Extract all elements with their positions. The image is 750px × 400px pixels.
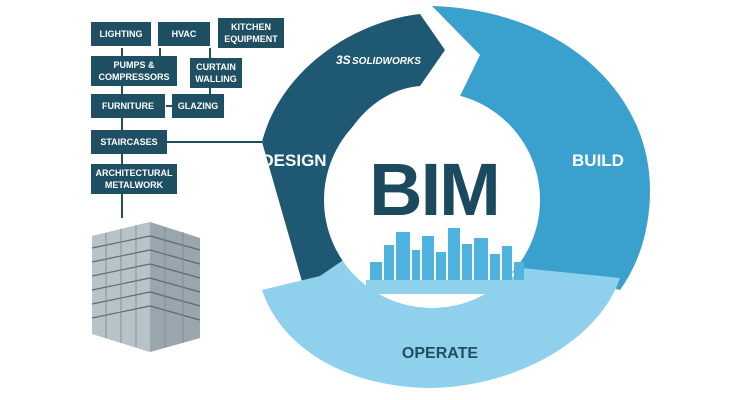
city-skyline-icon <box>366 228 530 294</box>
kitchen-label-line2: EQUIPMENT <box>224 34 278 44</box>
lighting-label: LIGHTING <box>100 29 143 39</box>
pumps-label-line1: PUMPS & <box>113 60 155 70</box>
operate-label: OPERATE <box>402 345 478 362</box>
kitchen-label-line1: KITCHEN <box>231 22 271 32</box>
staircases-label: STAIRCASES <box>100 137 157 147</box>
design-segment <box>262 14 445 292</box>
glazing-label: GLAZING <box>178 101 219 111</box>
box-glazing: GLAZING <box>172 94 224 118</box>
curtain-label-line1: CURTAIN <box>196 62 236 72</box>
pumps-label-line2: COMPRESSORS <box>98 72 169 82</box>
box-hvac: HVAC <box>158 22 210 46</box>
hvac-label: HVAC <box>172 29 197 39</box>
solidworks-wordmark: SOLIDWORKS <box>352 56 421 67</box>
bim-title: BIM <box>369 148 499 231</box>
box-curtain-walling: CURTAIN WALLING <box>190 58 242 88</box>
box-furniture: FURNITURE <box>91 94 165 118</box>
solidworks-logo: 3S SOLIDWORKS <box>336 53 421 67</box>
box-staircases: STAIRCASES <box>91 130 167 154</box>
build-label: BUILD <box>572 151 624 170</box>
furniture-label: FURNITURE <box>102 101 154 111</box>
metalwork-label-line2: METALWORK <box>105 180 164 190</box>
box-kitchen-equipment: KITCHEN EQUIPMENT <box>218 18 284 48</box>
ds-logo-icon: 3S <box>336 53 351 67</box>
box-architectural-metalwork: ARCHITECTURAL METALWORK <box>91 164 177 194</box>
design-label: DESIGN <box>261 151 326 170</box>
component-boxes: LIGHTING HVAC KITCHEN EQUIPMENT PUMPS & … <box>91 18 284 194</box>
curtain-label-line2: WALLING <box>195 74 237 84</box>
building-illustration-icon <box>91 222 201 352</box>
metalwork-label-line1: ARCHITECTURAL <box>96 168 173 178</box>
operate-segment <box>262 250 620 388</box>
box-lighting: LIGHTING <box>91 22 151 46</box>
box-pumps-compressors: PUMPS & COMPRESSORS <box>91 56 177 86</box>
build-segment <box>432 6 650 290</box>
